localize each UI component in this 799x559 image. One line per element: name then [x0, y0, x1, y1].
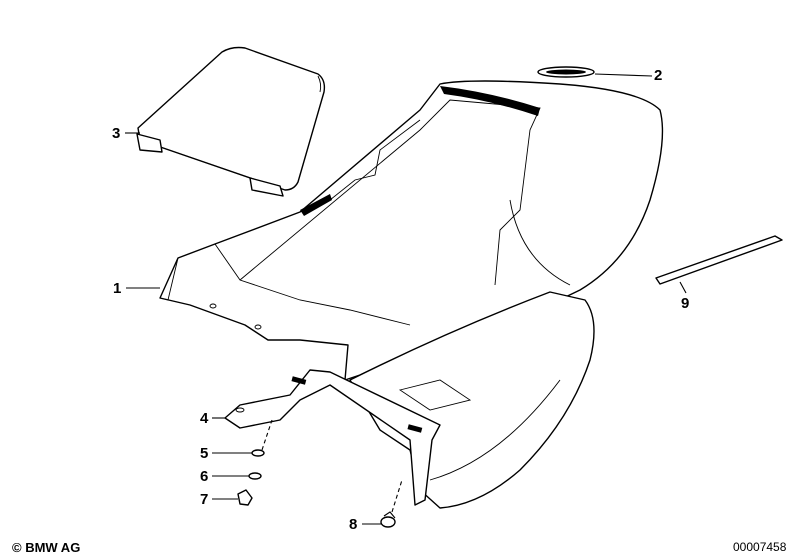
copyright-text: © BMW AG [12, 540, 81, 555]
callout-1: 1 [113, 280, 122, 297]
callout-3: 3 [112, 125, 121, 142]
part-8-screw [380, 511, 396, 528]
rear-lower-cover [349, 291, 595, 509]
part-6-washer [248, 472, 262, 480]
callout-4: 4 [200, 410, 209, 427]
callout-9: 9 [681, 295, 690, 312]
callout-2: 2 [654, 67, 663, 84]
part-7-nut [237, 489, 253, 506]
image-number: 00007458 [733, 540, 787, 554]
callout-7: 7 [200, 491, 209, 508]
callout-6: 6 [200, 468, 209, 485]
part-3-seat-pad [136, 46, 326, 197]
part-5-washer [251, 449, 265, 457]
callout-5: 5 [200, 445, 209, 462]
part-4-bracket [224, 369, 441, 506]
part-9-strip [655, 235, 783, 285]
callout-8: 8 [349, 516, 358, 533]
part-2-trim [537, 66, 595, 78]
